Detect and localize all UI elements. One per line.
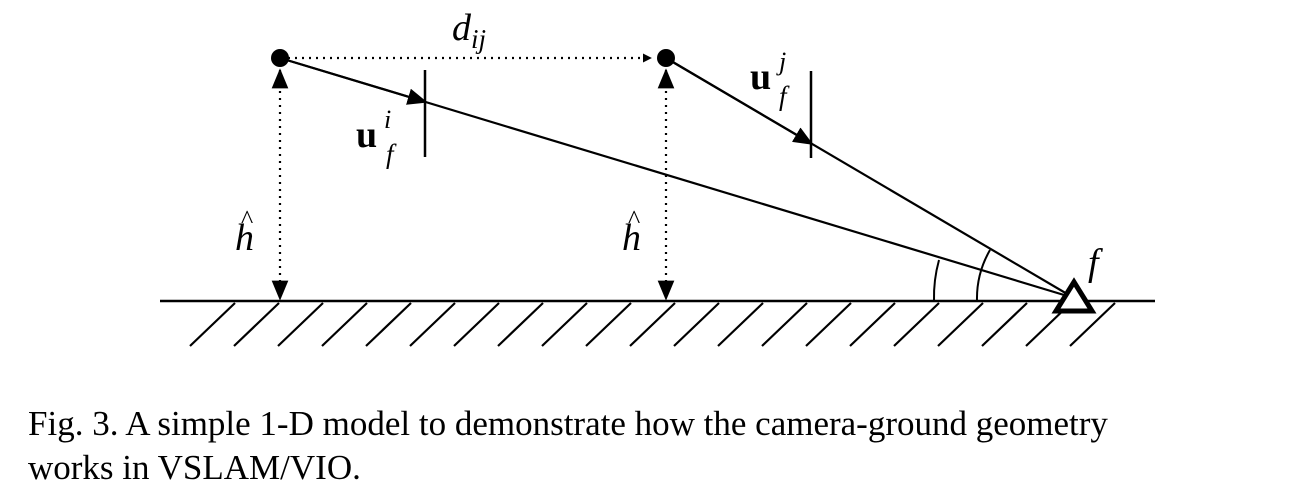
feature-triangle (1051, 277, 1097, 314)
label-ufj-sup: j (776, 47, 786, 76)
label-ufi: u i f (356, 105, 397, 169)
angle-arc-i (932, 259, 940, 302)
caption-line-1: Fig. 3. A simple 1-D model to demonstrat… (28, 404, 1108, 443)
bearing-vector-j (665, 57, 814, 145)
label-ufj-u: u (750, 56, 771, 98)
label-ufj: u j f (750, 47, 790, 111)
label-dij-sub: ij (471, 24, 486, 54)
camera-center-i (271, 49, 289, 67)
label-dij: dij (452, 7, 486, 54)
caption-line-2: works in VSLAM/VIO. (28, 448, 361, 487)
label-h-left-letter: h (235, 217, 254, 259)
label-h-right: h ^ (622, 205, 641, 259)
camera-ground-diagram: dij u i f u j f h ^ h ^ f (160, 7, 1155, 347)
label-ufi-sub: f (386, 139, 397, 169)
label-ufj-sub: f (779, 81, 790, 111)
ground-hatching (189, 302, 1116, 347)
label-dij-main: d (452, 7, 472, 49)
angle-arc-j (975, 249, 991, 302)
bearing-vector-i (279, 56, 428, 105)
label-h-right-hat: ^ (628, 205, 640, 234)
label-ufi-sup: i (384, 105, 391, 134)
label-h-left: h ^ (235, 205, 254, 259)
camera-center-j (657, 49, 675, 67)
label-feature-f: f (1088, 242, 1103, 284)
label-ufi-u: u (356, 114, 377, 156)
label-h-right-letter: h (622, 217, 641, 259)
figure-caption: Fig. 3. A simple 1-D model to demonstrat… (28, 402, 1293, 490)
label-h-left-hat: ^ (241, 205, 253, 234)
